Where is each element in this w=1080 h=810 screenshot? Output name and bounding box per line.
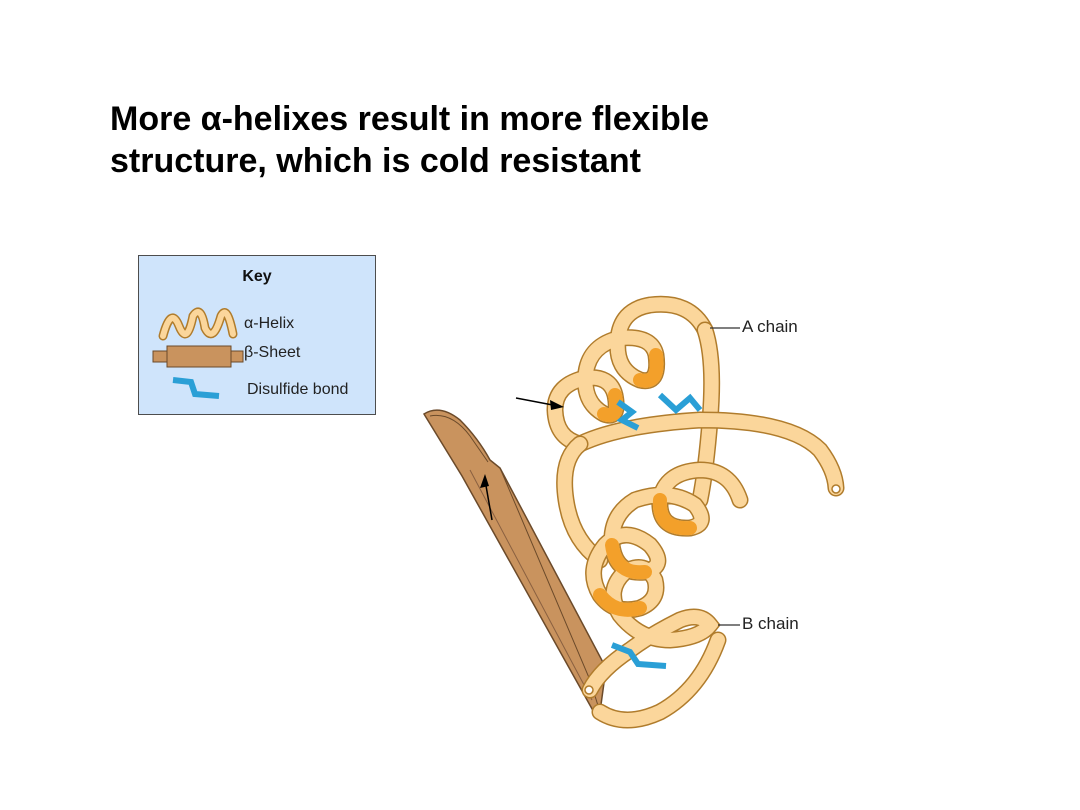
entry-arrow — [515, 397, 564, 410]
key-label-alpha-helix: α-Helix — [244, 315, 295, 332]
beta-sheet-strand — [422, 409, 607, 718]
disulfide-bonds — [610, 392, 703, 669]
key-icons — [152, 307, 244, 399]
strand-direction-arrow — [480, 474, 493, 521]
a-chain-label: A chain — [742, 317, 798, 336]
alpha-helix-icon — [158, 307, 238, 341]
disulfide-bond-icon — [172, 377, 220, 399]
key-label-beta-sheet: β-Sheet — [244, 344, 301, 361]
loop-ribbon — [556, 411, 845, 569]
key-title: Key — [242, 268, 272, 285]
page-title: More α-helixes result in more flexible s… — [110, 98, 910, 182]
b-chain-ribbon — [581, 461, 749, 729]
b-chain-label: B chain — [742, 614, 799, 633]
legend-key-box: Key α-Helix β-Sheet Disulfide bond — [138, 255, 376, 415]
title-line-1: More α-helixes result in more flexible — [110, 100, 710, 138]
title-line-2: structure, which is cold resistant — [110, 142, 641, 180]
beta-sheet-icon — [152, 345, 244, 368]
key-label-disulfide-bond: Disulfide bond — [247, 381, 349, 398]
